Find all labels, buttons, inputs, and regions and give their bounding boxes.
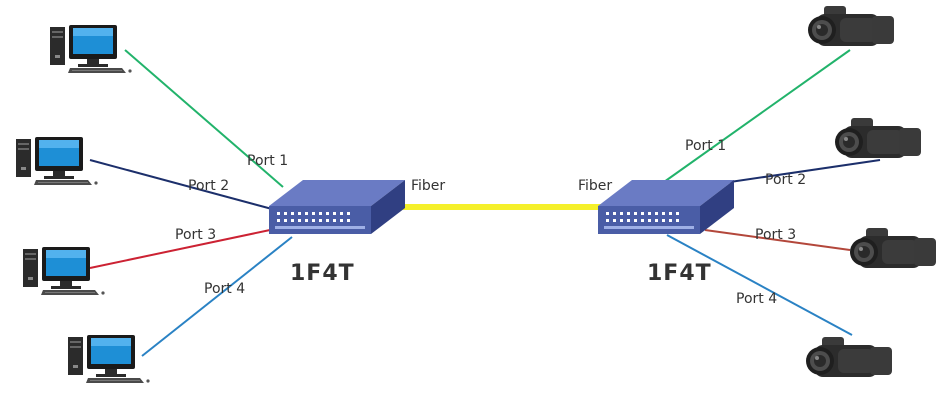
- computer-icon: [22, 246, 106, 296]
- right-port-label: Port 1: [685, 138, 726, 154]
- left-switch-model: 1F4T: [290, 261, 355, 286]
- left-fiber-label: Fiber: [411, 178, 445, 194]
- right-link-port-4: [666, 234, 853, 336]
- right-switch-icon: [598, 180, 734, 234]
- camcorder-icon: [808, 6, 894, 46]
- left-link-port-4: [141, 236, 293, 357]
- right-port-label: Port 3: [755, 227, 796, 243]
- computer-icon: [15, 136, 99, 186]
- left-link-port-2: [89, 159, 273, 210]
- right-fiber-label: Fiber: [578, 178, 612, 194]
- left-port-label: Port 2: [188, 178, 229, 194]
- right-port-label: Port 4: [736, 291, 777, 307]
- left-switch-icon: [269, 180, 405, 234]
- right-link-port-1: [663, 49, 851, 183]
- right-switch-model: 1F4T: [647, 261, 712, 286]
- camcorder-icon: [806, 337, 892, 377]
- left-link-port-3: [89, 229, 271, 269]
- left-port-label: Port 3: [175, 227, 216, 243]
- computer-icon: [49, 24, 133, 74]
- camcorder-icon: [850, 228, 936, 268]
- left-port-label: Port 4: [204, 281, 245, 297]
- camcorder-icon: [835, 118, 921, 158]
- right-link-port-3: [704, 229, 851, 251]
- right-port-label: Port 2: [765, 172, 806, 188]
- right-link-port-2: [729, 159, 881, 183]
- left-port-label: Port 1: [247, 153, 288, 169]
- computer-icon: [67, 334, 151, 384]
- left-link-port-1: [124, 49, 284, 188]
